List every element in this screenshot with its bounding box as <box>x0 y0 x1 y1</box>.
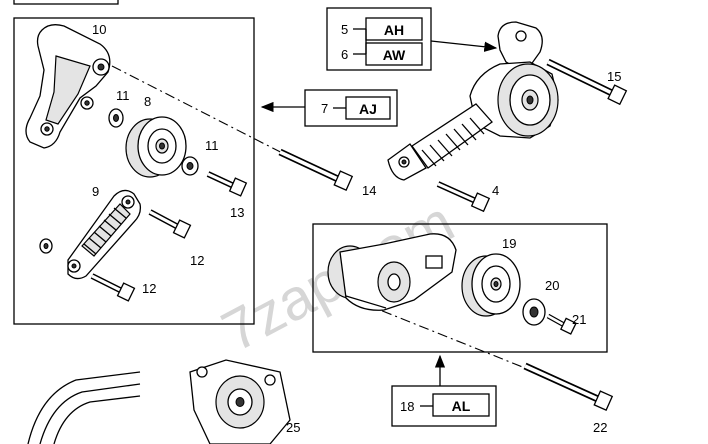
bolt-part-4 <box>436 181 491 213</box>
callout-al-code: AL <box>452 398 471 414</box>
bolt-part-22 <box>523 362 614 412</box>
washer-part-11-lower <box>181 156 199 176</box>
label-12-lower: 12 <box>142 281 156 296</box>
pulley-part-19 <box>461 253 521 317</box>
label-12-upper: 12 <box>190 253 204 268</box>
callout-ah-aw-arrow <box>430 40 498 52</box>
bolt-part-12-lower <box>90 273 136 302</box>
label-13: 13 <box>230 205 244 220</box>
top-partial-box <box>13 0 119 5</box>
callout-ah-code: AH <box>384 22 404 38</box>
tensioner-part-9 <box>67 189 142 280</box>
belt-part <box>27 371 141 444</box>
callout-aj-number: 7 <box>321 101 328 116</box>
label-14: 14 <box>362 183 376 198</box>
tensioner-assembly-lower <box>327 233 457 311</box>
callout-frame-aj <box>304 89 398 127</box>
label-10: 10 <box>92 22 106 37</box>
label-11-upper: 11 <box>116 88 130 103</box>
label-22: 22 <box>593 420 607 435</box>
label-19: 19 <box>502 236 516 251</box>
callout-ah-box <box>365 17 423 41</box>
callout-aj-code: AJ <box>359 101 377 117</box>
label-20: 20 <box>545 278 559 293</box>
bracket-part-10 <box>25 24 111 149</box>
washer-small-left <box>39 238 53 254</box>
callout-al-number: 18 <box>400 399 414 414</box>
bolt-part-15 <box>546 58 628 106</box>
left-assembly-frame <box>13 17 255 325</box>
bolt-part-21 <box>546 313 577 335</box>
callout-al-box <box>432 393 490 417</box>
callout-frame-al <box>391 385 497 427</box>
label-9: 9 <box>92 184 99 199</box>
pulley-part-8 <box>125 116 187 178</box>
washer-part-20 <box>522 298 546 326</box>
label-11-lower: 11 <box>205 138 219 153</box>
tensioner-assembly-upper <box>387 21 559 181</box>
label-8: 8 <box>144 94 151 109</box>
label-4: 4 <box>492 183 499 198</box>
callout-frame-ah-aw <box>326 7 432 71</box>
label-25: 25 <box>286 420 300 435</box>
callout-aw-number: 6 <box>341 47 348 62</box>
pulley-part-25 <box>189 359 291 444</box>
callout-aw-code: AW <box>383 47 406 63</box>
callout-aw-box <box>365 42 423 66</box>
bolt-part-14 <box>278 148 354 192</box>
label-21: 21 <box>572 312 586 327</box>
callout-ah-number: 5 <box>341 22 348 37</box>
bolt-part-13 <box>206 171 248 197</box>
label-15: 15 <box>607 69 621 84</box>
axis-line-upper <box>111 65 346 186</box>
callout-aj-box <box>345 96 391 120</box>
lower-assembly-frame <box>312 223 608 353</box>
bolt-part-12-upper <box>148 209 192 239</box>
washer-part-11-upper <box>108 108 124 128</box>
